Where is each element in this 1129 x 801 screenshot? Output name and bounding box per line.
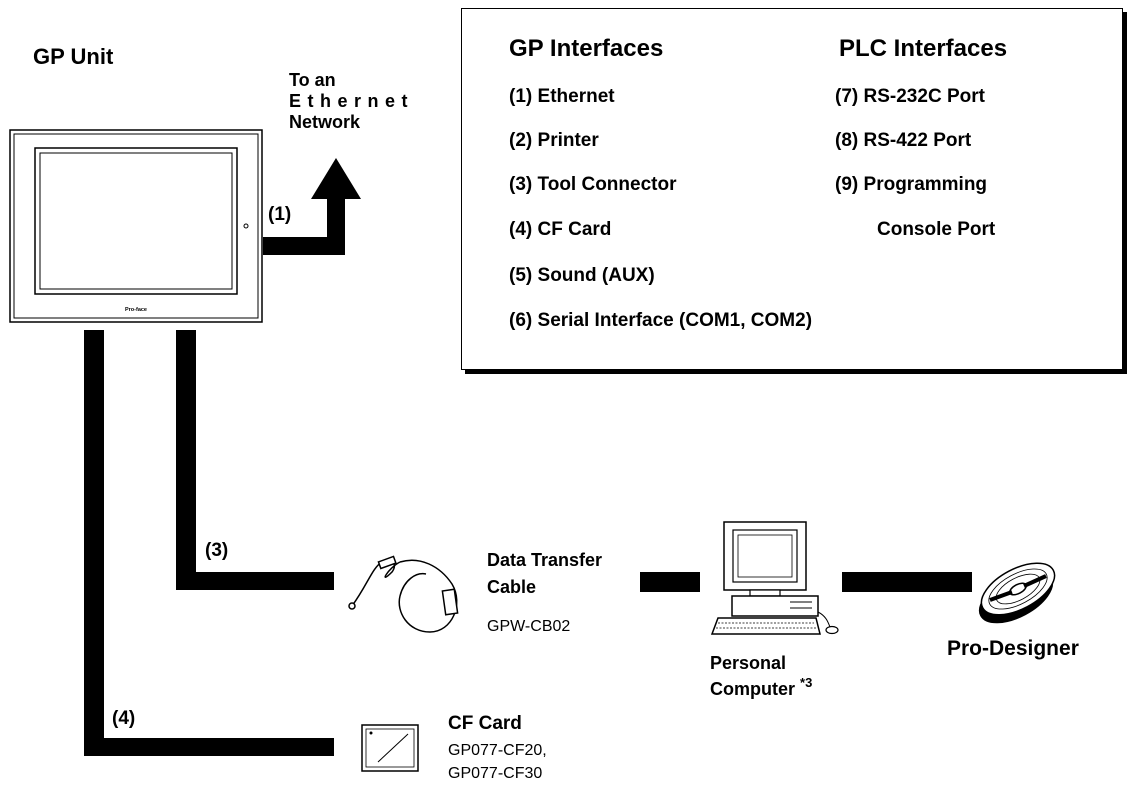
gp-unit-title: GP Unit — [33, 44, 114, 69]
legend-item-tool-connector: (3) Tool Connector — [509, 174, 677, 195]
legend-item-sound: (5) Sound (AUX) — [509, 265, 655, 286]
cable-label: Data Transfer Cable — [487, 547, 602, 601]
legend-item-cf-card: (4) CF Card — [509, 219, 612, 240]
legend-item-printer: (2) Printer — [509, 130, 599, 151]
up-arrow-icon — [311, 158, 361, 199]
cable-name-line2: Cable — [487, 577, 537, 597]
ethernet-label-line2: Ethernet — [289, 91, 415, 111]
computer-label: Personal Computer *3 — [710, 650, 812, 704]
cable-pc-link — [640, 572, 700, 592]
cable-model: GPW-CB02 — [487, 618, 571, 635]
gp-unit-icon — [9, 129, 263, 323]
legend-item-rs422: (8) RS-422 Port — [835, 130, 972, 151]
legend-item-serial: (6) Serial Interface (COM1, COM2) — [509, 310, 813, 331]
software-label: Pro-Designer — [947, 637, 1079, 660]
gp-interfaces-heading: GP Interfaces — [509, 35, 664, 62]
cf-card-icon — [361, 724, 419, 772]
tool-port-label: (3) — [205, 540, 229, 561]
legend-item-console-port: Console Port — [877, 219, 996, 240]
computer-footnote: *3 — [800, 675, 813, 690]
cable-icon — [348, 555, 459, 633]
gp-brand-logo: Pro-face — [125, 307, 147, 313]
cable-name-line1: Data Transfer — [487, 550, 603, 570]
ethernet-label: To an Ethernet Network — [289, 70, 414, 133]
cf-card-model2: GP077-CF30 — [448, 765, 543, 782]
cf-card-models: GP077-CF20, GP077-CF30 — [448, 739, 547, 785]
ethernet-connection — [263, 158, 361, 255]
interfaces-legend: GP Interfaces PLC Interfaces (1) Etherne… — [461, 8, 1123, 370]
plc-interfaces-heading: PLC Interfaces — [839, 35, 1008, 62]
computer-icon — [710, 521, 839, 635]
cf-card-model1: GP077-CF20, — [448, 742, 547, 759]
cf-card-line — [84, 330, 334, 756]
legend-item-ethernet: (1) Ethernet — [509, 86, 615, 107]
pc-software-link — [842, 572, 972, 592]
cf-port-label: (4) — [112, 708, 136, 729]
ethernet-label-line3: Network — [289, 112, 361, 132]
cd-icon — [978, 562, 1056, 624]
computer-label-line2: Computer *3 — [710, 675, 813, 699]
computer-label-line1: Personal — [710, 653, 787, 673]
ethernet-label-line1: To an — [289, 70, 336, 90]
tool-connector-line — [176, 330, 334, 590]
ethernet-port-label: (1) — [268, 204, 292, 225]
cf-card-name: CF Card — [448, 713, 522, 734]
legend-item-programming: (9) Programming — [835, 174, 988, 195]
legend-item-rs232c: (7) RS-232C Port — [835, 86, 985, 107]
